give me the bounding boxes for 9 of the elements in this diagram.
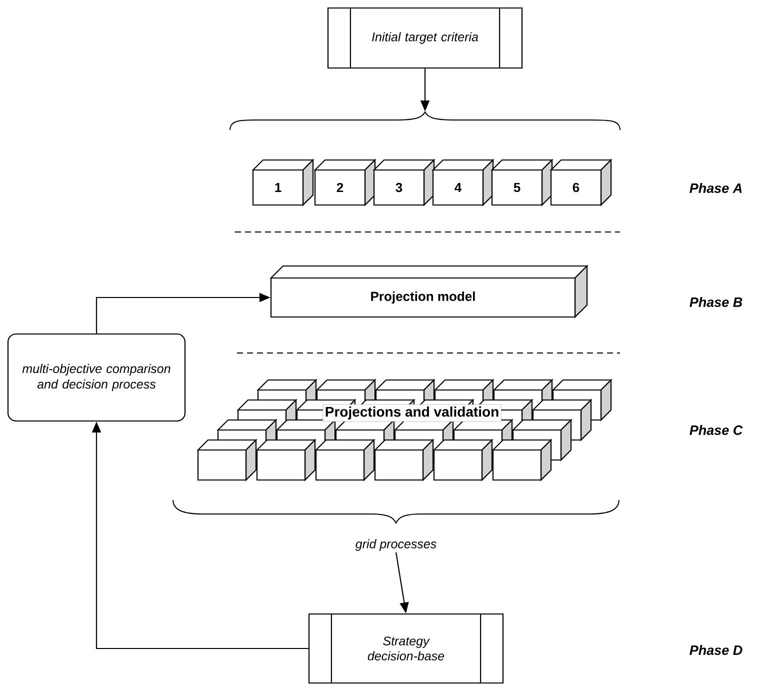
phase-label: Phase A xyxy=(690,183,742,193)
phase-label: Phase C xyxy=(690,425,743,435)
process-box: Initial target criteria xyxy=(327,7,523,69)
text-label: grid processes xyxy=(355,539,436,551)
process-box: Strategy decision-base xyxy=(308,613,504,684)
phase-label: Phase D xyxy=(690,645,742,655)
process-box: multi-objective comparison and decision process xyxy=(7,333,186,422)
phase-label: Phase B xyxy=(690,297,742,307)
brace xyxy=(230,112,620,130)
